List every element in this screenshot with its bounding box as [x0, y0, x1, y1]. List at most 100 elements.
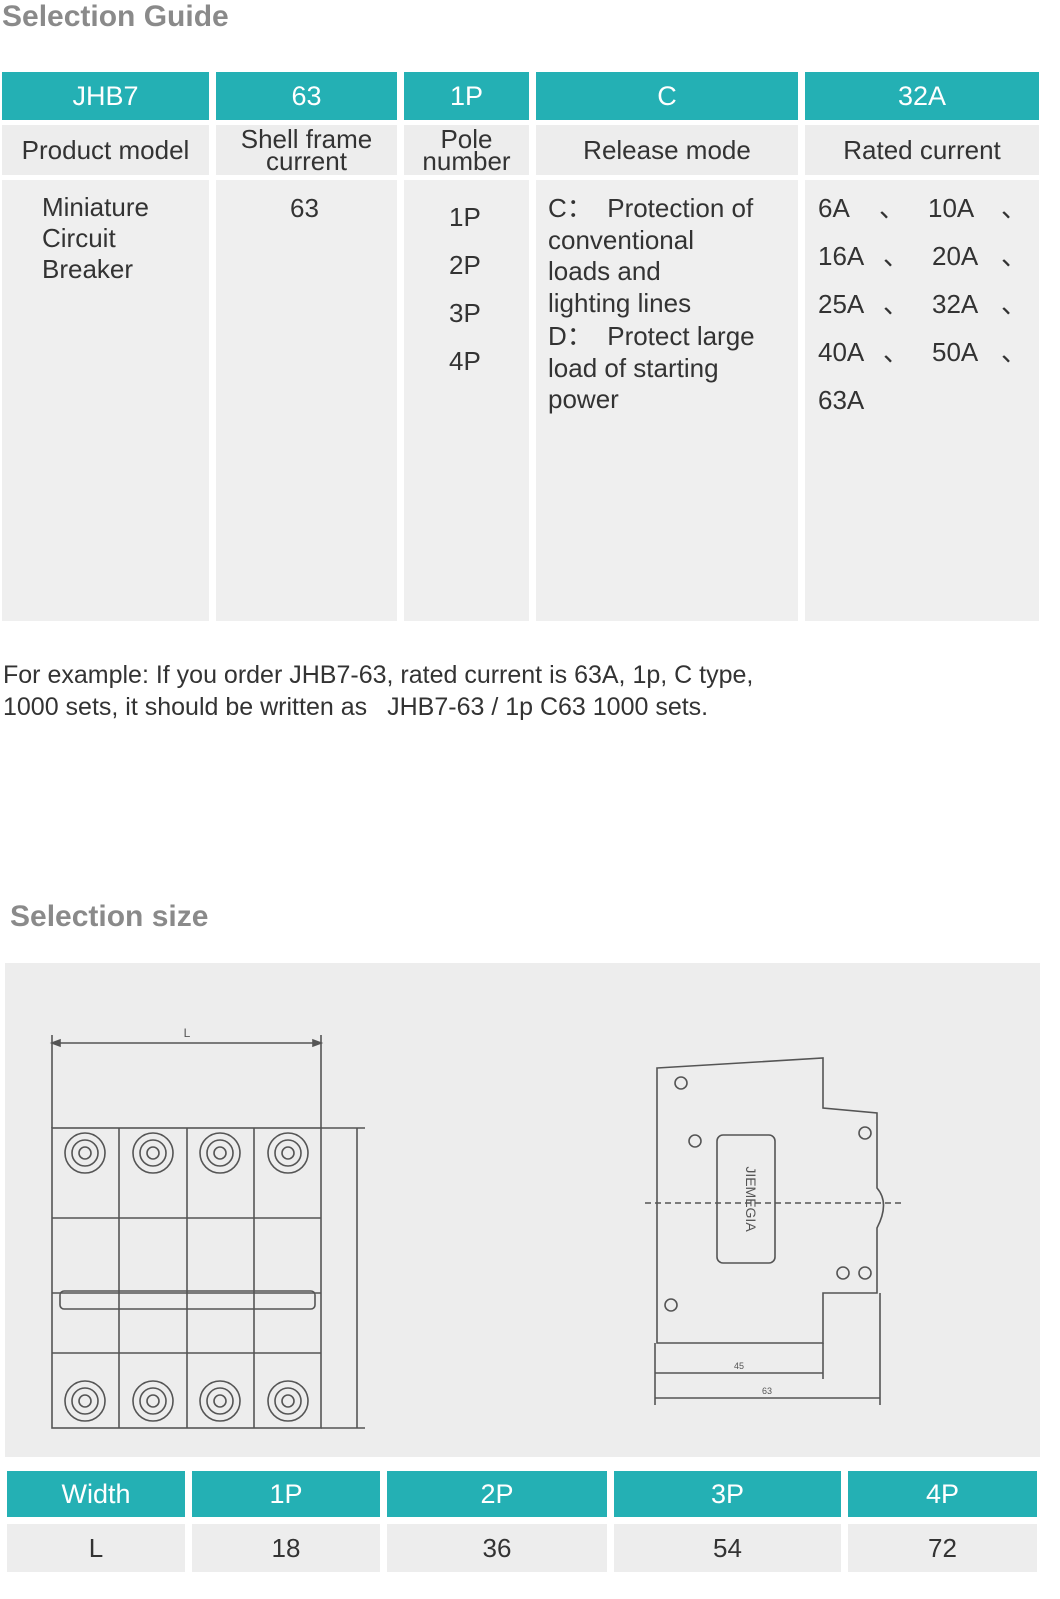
header-rated: 32A	[805, 72, 1039, 120]
release-text: C： Protection of conventional loads and …	[548, 193, 755, 416]
label-pole-line1: Pole	[440, 124, 493, 154]
current-a: 40A	[818, 337, 865, 367]
pole-item: 1P	[449, 202, 481, 232]
label-rated-current: Rated current	[805, 125, 1039, 175]
release-line: power	[548, 384, 619, 414]
current-sep: 、	[1001, 337, 1028, 367]
terminal-screw	[64, 1132, 106, 1174]
terminal-screw	[132, 1380, 174, 1422]
terminal-screw	[132, 1132, 174, 1174]
terminal-screw	[274, 1387, 302, 1415]
current-sep: 、	[1001, 289, 1028, 319]
release-line: C： Protection of	[548, 193, 754, 223]
body-shell-frame: 63	[216, 180, 397, 621]
release-line: D： Protect large	[548, 321, 755, 351]
brand-label-plate	[716, 1134, 776, 1264]
label-release-mode: Release mode	[536, 125, 798, 175]
terminal-screw	[274, 1139, 302, 1167]
size-header-width: Width	[7, 1471, 185, 1517]
release-line: conventional	[548, 224, 694, 255]
side-view-outline	[645, 1057, 905, 1405]
current-a: 25A	[818, 289, 865, 319]
terminal-screw	[64, 1380, 106, 1422]
example-line1: For example: If you order JHB7-63, rated…	[3, 661, 754, 689]
pole-item: 4P	[449, 346, 481, 376]
label-shell-line2: current	[266, 146, 347, 176]
terminal-screw	[267, 1132, 309, 1174]
terminal-screw	[78, 1146, 92, 1160]
size-cell-width: L	[7, 1524, 185, 1572]
release-line: load of starting	[548, 352, 719, 383]
current-b: 10A	[928, 193, 975, 223]
header-product-model: JHB7	[2, 72, 209, 120]
terminal-screw	[78, 1394, 92, 1408]
example-line2-a: 1000 sets, it should be written as	[3, 693, 368, 721]
terminal-screw	[213, 1146, 227, 1160]
pole-item: 3P	[449, 298, 481, 328]
current-sep: 、	[879, 193, 906, 223]
brand-mark: JIEMEGIA	[743, 1166, 759, 1232]
body-product-model: Miniature Circuit Breaker	[2, 180, 209, 621]
dimension-label-l: L	[184, 1026, 191, 1040]
terminal-screw	[199, 1132, 241, 1174]
pole-item: 2P	[449, 250, 481, 280]
header-release: C	[536, 72, 798, 120]
terminal-screw	[146, 1146, 160, 1160]
terminal-screw	[71, 1387, 99, 1415]
label-pole-line2: number	[422, 146, 511, 176]
terminal-screws	[64, 1132, 309, 1422]
model-line: Circuit	[42, 223, 116, 253]
terminal-screw	[139, 1139, 167, 1167]
label-pole-number: Pole number	[404, 125, 529, 175]
dimension-label-63: 63	[762, 1386, 772, 1396]
current-b: 50A	[932, 337, 979, 367]
header-shell-frame: 63	[216, 72, 397, 120]
release-line: loads and	[548, 256, 661, 286]
current-sep: 、	[1001, 193, 1028, 223]
body-pole-number: 1P 2P 3P 4P	[404, 180, 529, 621]
label-product-model: Product model	[2, 125, 209, 175]
current-b: 32A	[932, 289, 979, 319]
current-a: 16A	[818, 241, 865, 271]
release-line: lighting lines	[548, 287, 692, 318]
size-cell-1p: 18	[192, 1524, 380, 1572]
model-line: Breaker	[42, 254, 134, 284]
terminal-screw	[139, 1387, 167, 1415]
dimension-diagram: JIEMEGIA L 45 63	[5, 963, 1040, 1457]
model-text: Miniature Circuit Breaker	[42, 192, 149, 285]
dimension-label-45: 45	[734, 1361, 744, 1371]
terminal-screw	[146, 1394, 160, 1408]
terminal-screw	[206, 1139, 234, 1167]
current-sep: 、	[883, 337, 910, 367]
label-shell-line1: Shell frame	[240, 124, 373, 154]
current-a: 63A	[818, 385, 865, 415]
body-rated-current: 6A 、 10A 、 16A 、 20A 、 25A 、 32A 、 40A 、…	[805, 180, 1039, 621]
size-cell-2p: 36	[387, 1524, 607, 1572]
current-a: 6A	[818, 193, 850, 223]
header-pole: 1P	[404, 72, 529, 120]
selection-guide-title: Selection Guide	[2, 0, 229, 33]
breaker-drawing: JIEMEGIA L 45 63	[49, 1026, 905, 1429]
terminal-screw	[281, 1394, 295, 1408]
current-sep: 、	[1001, 241, 1028, 271]
terminal-screw	[206, 1387, 234, 1415]
shell-value: 63	[290, 193, 319, 223]
terminal-screw	[281, 1146, 295, 1160]
current-sep: 、	[883, 289, 910, 319]
size-header-4p: 4P	[848, 1471, 1037, 1517]
side-view-screws	[664, 1076, 872, 1312]
current-sep: 、	[883, 241, 910, 271]
terminal-screw	[213, 1394, 227, 1408]
size-header-2p: 2P	[387, 1471, 607, 1517]
selection-size-title: Selection size	[10, 900, 209, 933]
size-cell-4p: 72	[848, 1524, 1037, 1572]
terminal-screw	[267, 1380, 309, 1422]
order-example: For example: If you order JHB7-63, rated…	[3, 659, 1003, 723]
label-shell-frame: Shell frame current	[216, 125, 397, 175]
current-b: 20A	[932, 241, 979, 271]
size-header-1p: 1P	[192, 1471, 380, 1517]
body-release-mode: C： Protection of conventional loads and …	[536, 180, 798, 621]
pole-list: 1P 2P 3P 4P	[449, 193, 481, 385]
terminal-screw	[199, 1380, 241, 1422]
